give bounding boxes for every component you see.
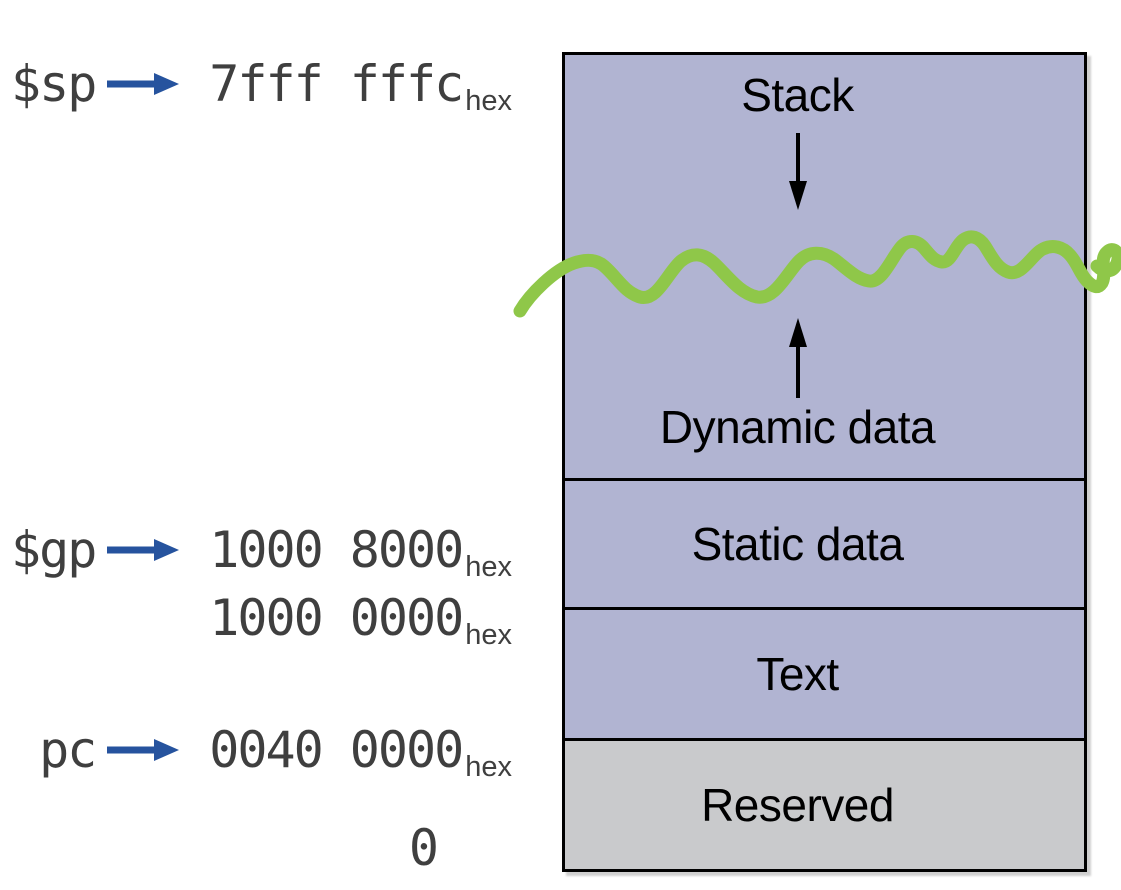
stack-region-label: Stack	[741, 69, 854, 121]
static-base-address-row: 1000 0000 hex	[209, 586, 512, 650]
static-data-region-label: Static data	[691, 518, 904, 570]
gp-pointer-row: $gp 1000 8000 hex	[11, 518, 512, 582]
zero-address-row: 0	[409, 816, 512, 880]
gp-hex-subscript: hex	[465, 550, 512, 583]
sp-pointer-arrow-icon	[107, 73, 180, 95]
pc-address-value: 0040 0000	[209, 721, 464, 779]
pc-register-label: pc	[39, 721, 97, 779]
text-region-label: Text	[756, 648, 839, 700]
reserved-region: Reserved	[565, 741, 1084, 869]
dynamic-data-region-label: Dynamic data	[659, 401, 936, 453]
pc-pointer-row: pc 0040 0000 hex	[39, 718, 512, 782]
sp-pointer-row: $sp 7fff fffc hex	[11, 52, 512, 116]
zero-address-value: 0	[408, 819, 439, 877]
stack-growth-down-arrow-icon	[789, 133, 807, 210]
static-base-address-value: 1000 0000	[209, 589, 464, 647]
gp-pointer-arrow-icon	[107, 539, 180, 561]
pc-pointer-arrow-icon	[107, 739, 180, 761]
static-data-region: Static data	[565, 481, 1084, 610]
static-base-hex-subscript: hex	[465, 618, 512, 651]
sp-address-value: 7fff fffc	[209, 55, 464, 113]
gp-address-value: 1000 8000	[209, 521, 464, 579]
heap-growth-up-arrow-icon	[789, 318, 807, 398]
sp-register-label: $sp	[10, 55, 97, 113]
reserved-region-label: Reserved	[701, 779, 894, 831]
stack-dynamic-region: Stack Dynamic data	[565, 55, 1084, 481]
sp-hex-subscript: hex	[465, 84, 512, 117]
gp-register-label: $gp	[10, 521, 97, 579]
pc-hex-subscript: hex	[465, 750, 512, 783]
memory-map-box: Stack Dynamic data Static data Text Rese…	[562, 52, 1087, 872]
text-region: Text	[565, 610, 1084, 741]
